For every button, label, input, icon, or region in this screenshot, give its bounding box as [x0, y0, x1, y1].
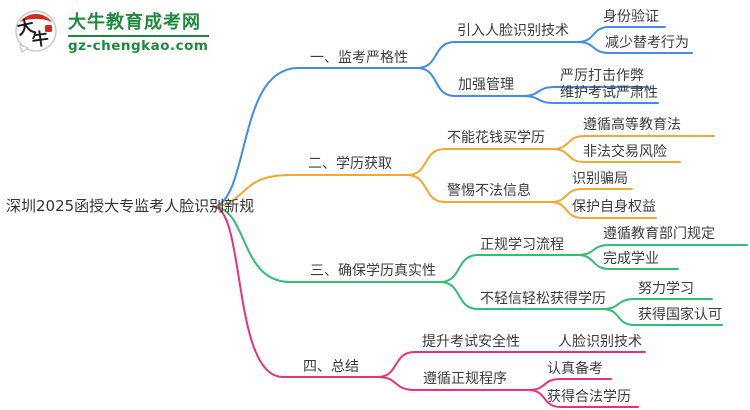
branch-1-trunk-line	[214, 67, 418, 208]
node-complete-studies[interactable]: 完成学业	[603, 251, 659, 267]
node-branch-1[interactable]: 一、监考严格性	[310, 50, 408, 66]
node-improve-exam-security[interactable]: 提升考试安全性	[422, 334, 520, 350]
branch-1-leaf-2-line	[576, 41, 693, 54]
branch-2-trunk-line	[214, 174, 408, 208]
branch-1-sub-2-line	[416, 67, 523, 97]
node-identify-scams[interactable]: 识别骗局	[572, 171, 628, 187]
node-beware-illegal-info[interactable]: 警惕不法信息	[447, 183, 531, 199]
red-arc-icon	[20, 13, 52, 22]
node-face-recognition-leaf[interactable]: 人脸识别技术	[558, 334, 642, 350]
node-higher-education-law[interactable]: 遵循高等教育法	[583, 117, 681, 133]
branch-4-leaf-3-line	[527, 389, 639, 408]
branch-2-sub-1-line	[406, 148, 553, 176]
logo-divider	[68, 35, 209, 37]
node-crack-down-cheating[interactable]: 严厉打击作弊	[560, 68, 644, 84]
ox-speech-bubble-logo-icon: 大 牛	[12, 8, 60, 58]
branch-3-sub-1-line	[439, 254, 578, 283]
logo-char-1: 大	[15, 16, 36, 40]
node-reduce-impersonation[interactable]: 减少替考行为	[605, 35, 689, 51]
branch-4-lines	[214, 206, 646, 408]
node-no-easy-diploma[interactable]: 不轻信轻松获得学历	[480, 291, 606, 307]
logo-url[interactable]: gz-chengkao.com	[68, 38, 209, 54]
branch-2-leaf-2-line	[551, 148, 681, 163]
node-protect-rights[interactable]: 保护自身权益	[572, 199, 656, 215]
logo-title: 大牛教育成考网	[68, 12, 201, 33]
node-legal-diploma[interactable]: 获得合法学历	[547, 389, 631, 405]
node-root-topic[interactable]: 深圳2025函授大专监考人脸识别新规	[6, 197, 255, 215]
branch-1-lines	[214, 26, 693, 208]
site-logo[interactable]: 大 牛 大牛教育成考网 gz-chengkao.com	[12, 8, 209, 58]
logo-char-2: 牛	[30, 28, 50, 51]
node-formal-study-process[interactable]: 正规学习流程	[480, 237, 564, 253]
branch-4-sub-1-line	[376, 351, 646, 378]
node-study-hard[interactable]: 努力学习	[638, 281, 694, 297]
branch-2-leaf-4-line	[549, 201, 657, 219]
node-national-recognition[interactable]: 获得国家认可	[638, 307, 722, 323]
node-education-dept-rules[interactable]: 遵循教育部门规定	[603, 226, 715, 242]
branch-1-sub-1-line	[416, 41, 578, 69]
red-seal-icon	[45, 25, 52, 32]
node-identity-verification[interactable]: 身份验证	[603, 9, 659, 25]
branch-2-sub-2-line	[406, 174, 551, 203]
node-branch-3[interactable]: 三、确保学历真实性	[310, 263, 436, 279]
branch-1-leaf-4-line	[521, 95, 659, 104]
node-branch-2[interactable]: 二、学历获取	[308, 156, 392, 172]
branch-3-trunk-line	[214, 206, 441, 283]
branch-3-leaf-2-line	[576, 254, 679, 270]
branch-4-sub-2-line	[376, 376, 529, 391]
branch-4-trunk-line	[214, 206, 378, 378]
node-prepare-seriously[interactable]: 认真备考	[547, 361, 603, 377]
node-follow-formal-procedure[interactable]: 遵循正规程序	[423, 371, 507, 387]
node-cannot-buy-diploma[interactable]: 不能花钱买学历	[447, 130, 545, 146]
branch-3-sub-2-line	[439, 281, 603, 310]
node-branch-4[interactable]: 四、总结	[303, 359, 359, 375]
branch-3-leaf-4-line	[601, 308, 723, 326]
branch-2-lines	[214, 135, 715, 219]
node-face-recognition-tech[interactable]: 引入人脸识别技术	[457, 23, 569, 39]
node-strengthen-management[interactable]: 加强管理	[458, 77, 514, 93]
node-exam-seriousness[interactable]: 维护考试严肃性	[560, 85, 658, 101]
speech-bubble-tail	[19, 44, 30, 53]
branch-3-lines	[214, 206, 748, 326]
node-illegal-trade-risk[interactable]: 非法交易风险	[583, 144, 667, 160]
